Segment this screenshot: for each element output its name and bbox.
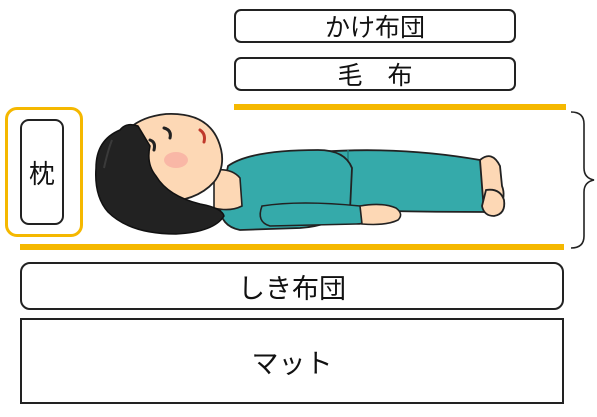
shikibuton-box: しき布団: [20, 262, 564, 310]
pillow-highlight-frame: [5, 107, 83, 237]
top-clearance-line: [234, 104, 566, 110]
mat-box: マット: [20, 318, 564, 404]
right-bracket-icon: [570, 111, 595, 249]
moufu-box: 毛 布: [234, 57, 516, 91]
bottom-clearance-line: [20, 244, 564, 250]
shikibuton-label: しき布団: [238, 273, 346, 305]
pillow-box: 枕: [20, 119, 64, 225]
kakebuton-box: かけ布団: [234, 9, 516, 43]
kakebuton-label: かけ布団: [324, 13, 425, 42]
moufu-label: 毛 布: [337, 61, 413, 90]
pillow-label: 枕: [28, 159, 55, 190]
mat-label: マット: [251, 348, 333, 380]
